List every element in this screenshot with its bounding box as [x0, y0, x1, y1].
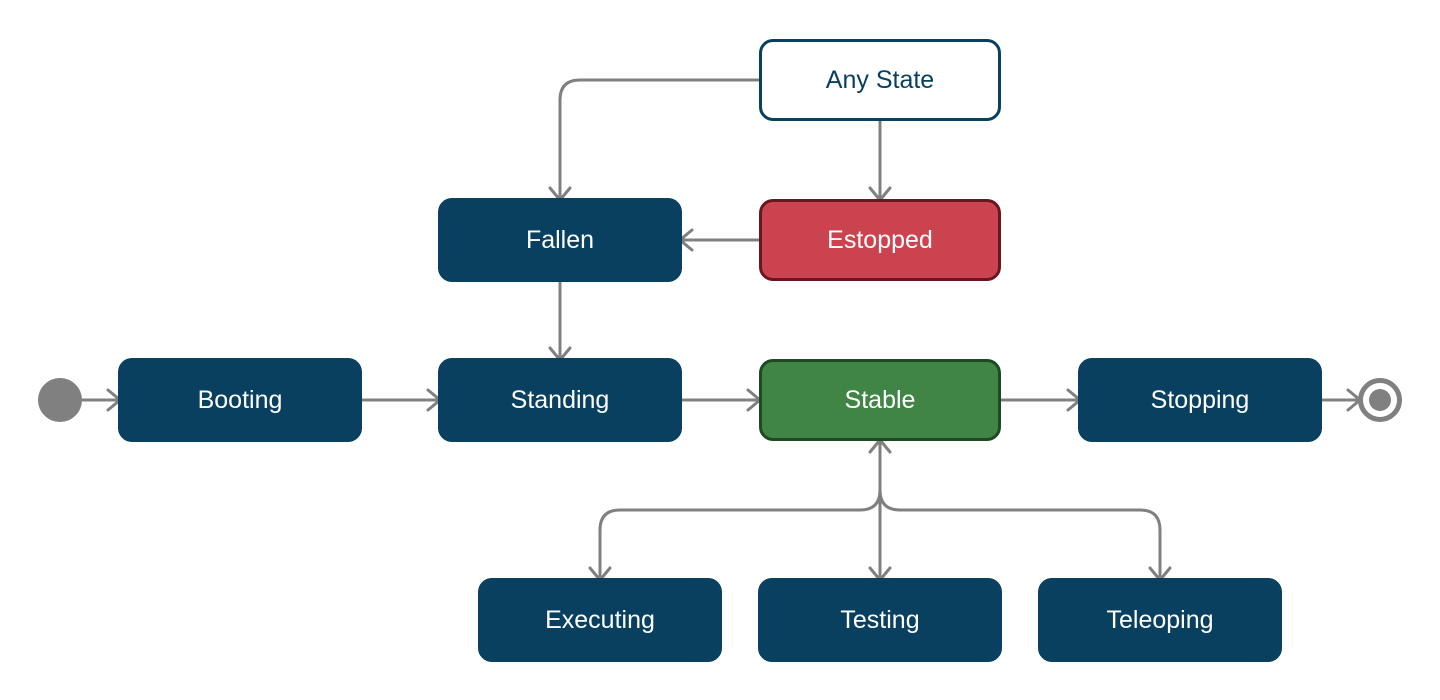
initial-state-marker [38, 378, 82, 422]
state-fallen: Fallen [438, 198, 682, 282]
state-label: Fallen [525, 225, 595, 254]
state-stable: Stable [759, 359, 1001, 441]
state-label: Stopping [1150, 385, 1250, 414]
state-testing: Testing [758, 578, 1002, 662]
state-executing: Executing [478, 578, 722, 662]
state-estopped: Estopped [759, 199, 1001, 281]
state-booting: Booting [118, 358, 362, 442]
state-stopping: Stopping [1078, 358, 1322, 442]
state-label: Any State [825, 65, 935, 94]
edge-any-state-to-fallen [558, 78, 762, 200]
edge-stable-teleoping [878, 488, 1162, 580]
state-label: Booting [197, 385, 283, 414]
state-label: Teleoping [1106, 605, 1214, 634]
state-label: Stable [844, 385, 916, 414]
state-label: Standing [510, 385, 610, 414]
final-state-inner-dot [1369, 389, 1391, 411]
edge-stable-executing [598, 488, 882, 580]
final-state-marker [1358, 378, 1402, 422]
state-label: Estopped [827, 225, 933, 254]
state-label: Testing [840, 605, 920, 634]
state-standing: Standing [438, 358, 682, 442]
state-any-state: Any State [759, 39, 1001, 121]
state-teleoping: Teleoping [1038, 578, 1282, 662]
state-label: Executing [545, 605, 655, 634]
